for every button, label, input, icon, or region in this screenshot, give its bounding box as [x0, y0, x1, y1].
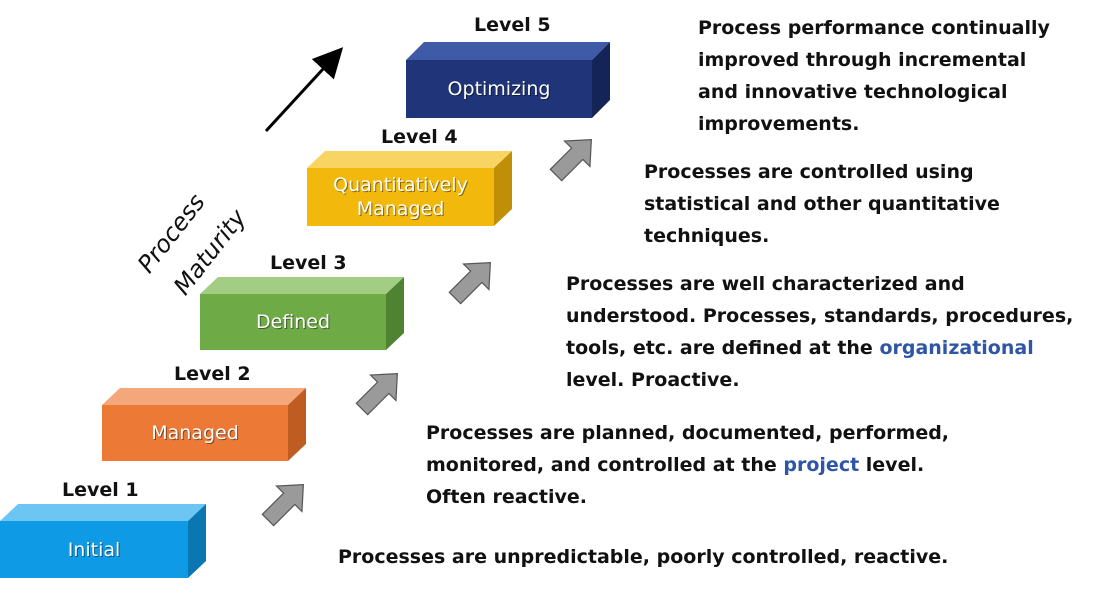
level-3-desc-line: understood. Processes, standards, proced…: [566, 305, 1074, 327]
level-3-box: [200, 277, 404, 350]
level-4-heading: Level 4: [381, 126, 458, 148]
organizational-keyword: organizational: [879, 337, 1034, 359]
level-1-box: [0, 504, 206, 578]
level-5-desc-line: and innovative technological: [698, 81, 1008, 103]
project-keyword: project: [783, 454, 860, 476]
level-5-box: [406, 42, 610, 118]
level-3-desc-line: tools, etc. are defined at the organizat…: [566, 332, 1073, 364]
level-4-description: Processes are controlled using statistic…: [644, 156, 1000, 252]
level-2-box: [102, 388, 306, 461]
level-2-desc-line: monitored, and controlled at the project…: [426, 449, 949, 481]
level-4-name: Quantitatively Managed: [307, 168, 494, 226]
level-4-desc-line: techniques.: [644, 225, 770, 247]
step-arrow-1: [261, 484, 304, 527]
level-2-desc-line: Often reactive.: [426, 486, 587, 508]
level-3-name: Defined: [255, 311, 331, 333]
level-3-desc-line: level. Proactive.: [566, 369, 740, 391]
level-2-desc-text: monitored, and controlled at the: [426, 454, 784, 476]
level-4-name-line1: Quantitatively: [333, 174, 468, 196]
level-3-desc-line: Processes are well characterized and: [566, 273, 965, 295]
level-5-name: Optimizing: [447, 78, 551, 100]
level-2-description: Processes are planned, documented, perfo…: [426, 417, 949, 513]
level-4-box: [307, 151, 512, 226]
step-arrow-4: [549, 139, 592, 182]
level-4-desc-line: Processes are controlled using: [644, 161, 974, 183]
level-3-heading: Level 3: [270, 252, 347, 274]
step-arrow-3: [448, 262, 491, 305]
level-2-name: Managed: [151, 422, 239, 444]
maturity-arrow: [264, 47, 344, 133]
level-4-desc-line: statistical and other quantitative: [644, 193, 1000, 215]
level-5-desc-line: Process performance continually: [698, 17, 1050, 39]
level-5-heading: Level 5: [474, 14, 551, 36]
level-2-desc-text: level.: [859, 454, 925, 476]
level-1-heading: Level 1: [62, 479, 139, 501]
level-5-description: Process performance continually improved…: [698, 12, 1050, 140]
level-1-desc-line: Processes are unpredictable, poorly cont…: [338, 546, 949, 568]
level-2-heading: Level 2: [174, 363, 251, 385]
level-4-name-line2: Managed: [356, 198, 445, 220]
level-5-desc-line: improvements.: [698, 113, 860, 135]
level-5-desc-line: improved through incremental: [698, 49, 1027, 71]
level-1-name: Initial: [67, 538, 121, 561]
level-3-desc-text: tools, etc. are defined at the: [566, 337, 880, 359]
level-2-desc-line: Processes are planned, documented, perfo…: [426, 422, 950, 444]
level-3-description: Processes are well characterized and und…: [566, 268, 1073, 396]
level-1-description: Processes are unpredictable, poorly cont…: [338, 541, 948, 573]
step-arrow-2: [355, 373, 398, 416]
